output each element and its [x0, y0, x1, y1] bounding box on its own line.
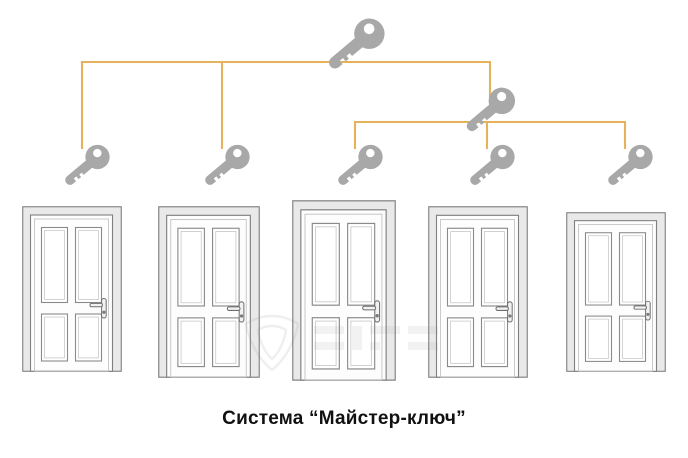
individual-key-icon-3: [331, 139, 388, 193]
door-5: [566, 212, 666, 372]
individual-key-icon-4: [463, 139, 520, 193]
door-4: [428, 206, 528, 378]
individual-key-icon-2: [198, 139, 255, 193]
door-1: [22, 206, 122, 372]
individual-key-icon-5: [601, 139, 658, 193]
key-icons-group: [58, 12, 658, 193]
door-3: [292, 200, 396, 381]
doors-group: [22, 200, 666, 381]
door-2: [158, 206, 260, 378]
master-key-icon: [320, 12, 391, 79]
individual-key-icon-1: [58, 139, 115, 193]
diagram-caption: Система “Майстер-ключ”: [222, 408, 466, 429]
connector-lines: [80, 60, 627, 150]
